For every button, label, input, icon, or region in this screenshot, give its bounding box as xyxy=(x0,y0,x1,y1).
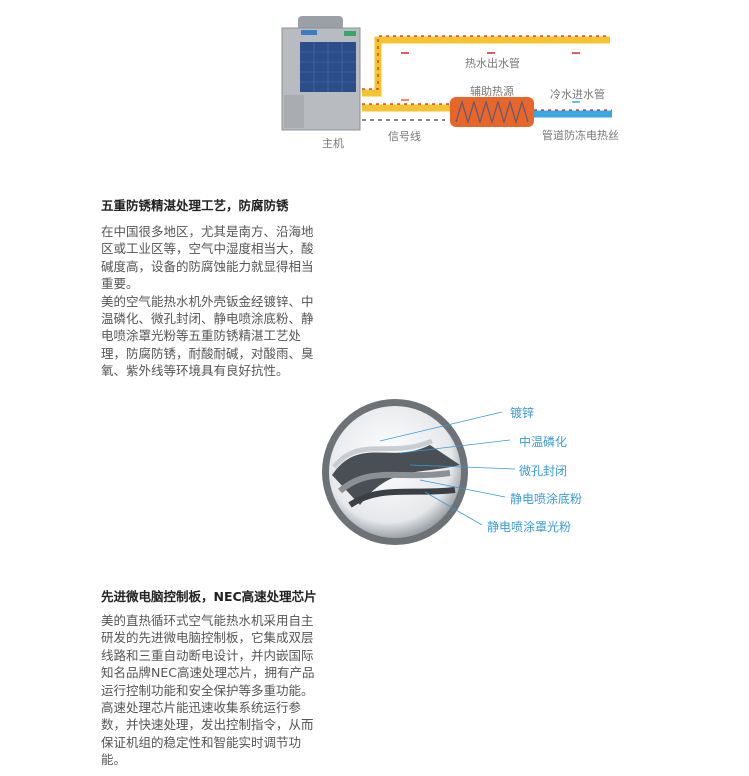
paragraph-line: 知名品牌NEC高速处理芯片，拥有产品 xyxy=(101,665,315,681)
paragraph-line: 电喷涂罩光粉等五重防锈精湛工艺处 xyxy=(101,328,302,344)
layers-illustration xyxy=(322,399,516,545)
paragraph-line: 研发的先进微电脑控制板，它集成双层 xyxy=(101,630,314,646)
paragraph-line: 线路和三重自动断电设计，并内嵌国际 xyxy=(101,647,314,663)
paragraph-line: 保证机组的稳定性和智能实时调节功 xyxy=(101,734,302,750)
aux-heater-icon xyxy=(450,97,534,127)
layer-label-galvanize: 镀锌 xyxy=(510,406,535,420)
water-system-diagram: 主机 信号线 热水出水管 辅助热源 冷水进水管 管道防冻电热丝 xyxy=(270,0,620,160)
paragraph-line: 美的直热循环式空气能热水机采用自主 xyxy=(101,613,314,628)
label-hot-water-out: 热水出水管 xyxy=(465,57,520,70)
anticorrosion-layers-diagram: 镀锌 中温磷化 微孔封闭 静电喷涂底粉 静电喷涂罩光粉 xyxy=(320,395,620,555)
section2-title: 先进微电脑控制板，NEC高速处理芯片 xyxy=(101,589,317,604)
water-system-illustration xyxy=(281,16,612,131)
layer-label-phosphating: 中温磷化 xyxy=(519,435,568,449)
layer-label-topcoat: 静电喷涂罩光粉 xyxy=(487,520,572,534)
paragraph-line: 高速处理芯片能迅速收集系统运行参 xyxy=(101,700,302,716)
label-host: 主机 xyxy=(322,137,344,150)
paragraph-line: 区或工业区等，空气中湿度相当大，酸 xyxy=(101,241,314,257)
layer-label-sealing: 微孔封闭 xyxy=(519,464,568,478)
paragraph-line: 运行控制功能和安全保护等多重功能。 xyxy=(101,682,314,698)
paragraph-line: 在中国很多地区，尤其是南方、沿海地 xyxy=(101,224,314,239)
section1-title: 五重防锈精湛处理工艺，防腐防锈 xyxy=(101,198,289,213)
paragraph-line: 数，并快速处理，发出控制指令，从而 xyxy=(101,717,314,733)
paragraph-line: 氧、紫外线等环境具有良好抗性。 xyxy=(101,363,289,379)
paragraph-line: 能。 xyxy=(101,752,127,768)
paragraph-line: 重要。 xyxy=(101,276,139,292)
section1-body: 在中国很多地区，尤其是南方、沿海地 区或工业区等，空气中湿度相当大，酸 碱度高，… xyxy=(101,223,314,380)
label-signal-line: 信号线 xyxy=(388,130,421,143)
label-aux-heat: 辅助热源 xyxy=(470,85,514,98)
heat-pump-unit-icon xyxy=(281,16,361,131)
label-antifreeze-wire: 管道防冻电热丝 xyxy=(542,129,619,142)
paragraph-line: 美的空气能热水机外壳钣金经镀锌、中 xyxy=(101,293,314,309)
layer-label-primer: 静电喷涂底粉 xyxy=(510,492,583,506)
paragraph-line: 碱度高，设备的防腐蚀能力就显得相当 xyxy=(101,258,314,274)
section2-body: 美的直热循环式空气能热水机采用自主 研发的先进微电脑控制板，它集成双层 线路和三… xyxy=(101,612,314,769)
paragraph-line: 温磷化、微孔封闭、静电喷涂底粉、静 xyxy=(101,311,314,327)
paragraph-line: 理，防腐防锈，耐酸耐碱，对酸雨、臭 xyxy=(101,345,314,361)
layer-waves-icon xyxy=(332,438,460,508)
label-cold-water-in: 冷水进水管 xyxy=(550,88,605,101)
